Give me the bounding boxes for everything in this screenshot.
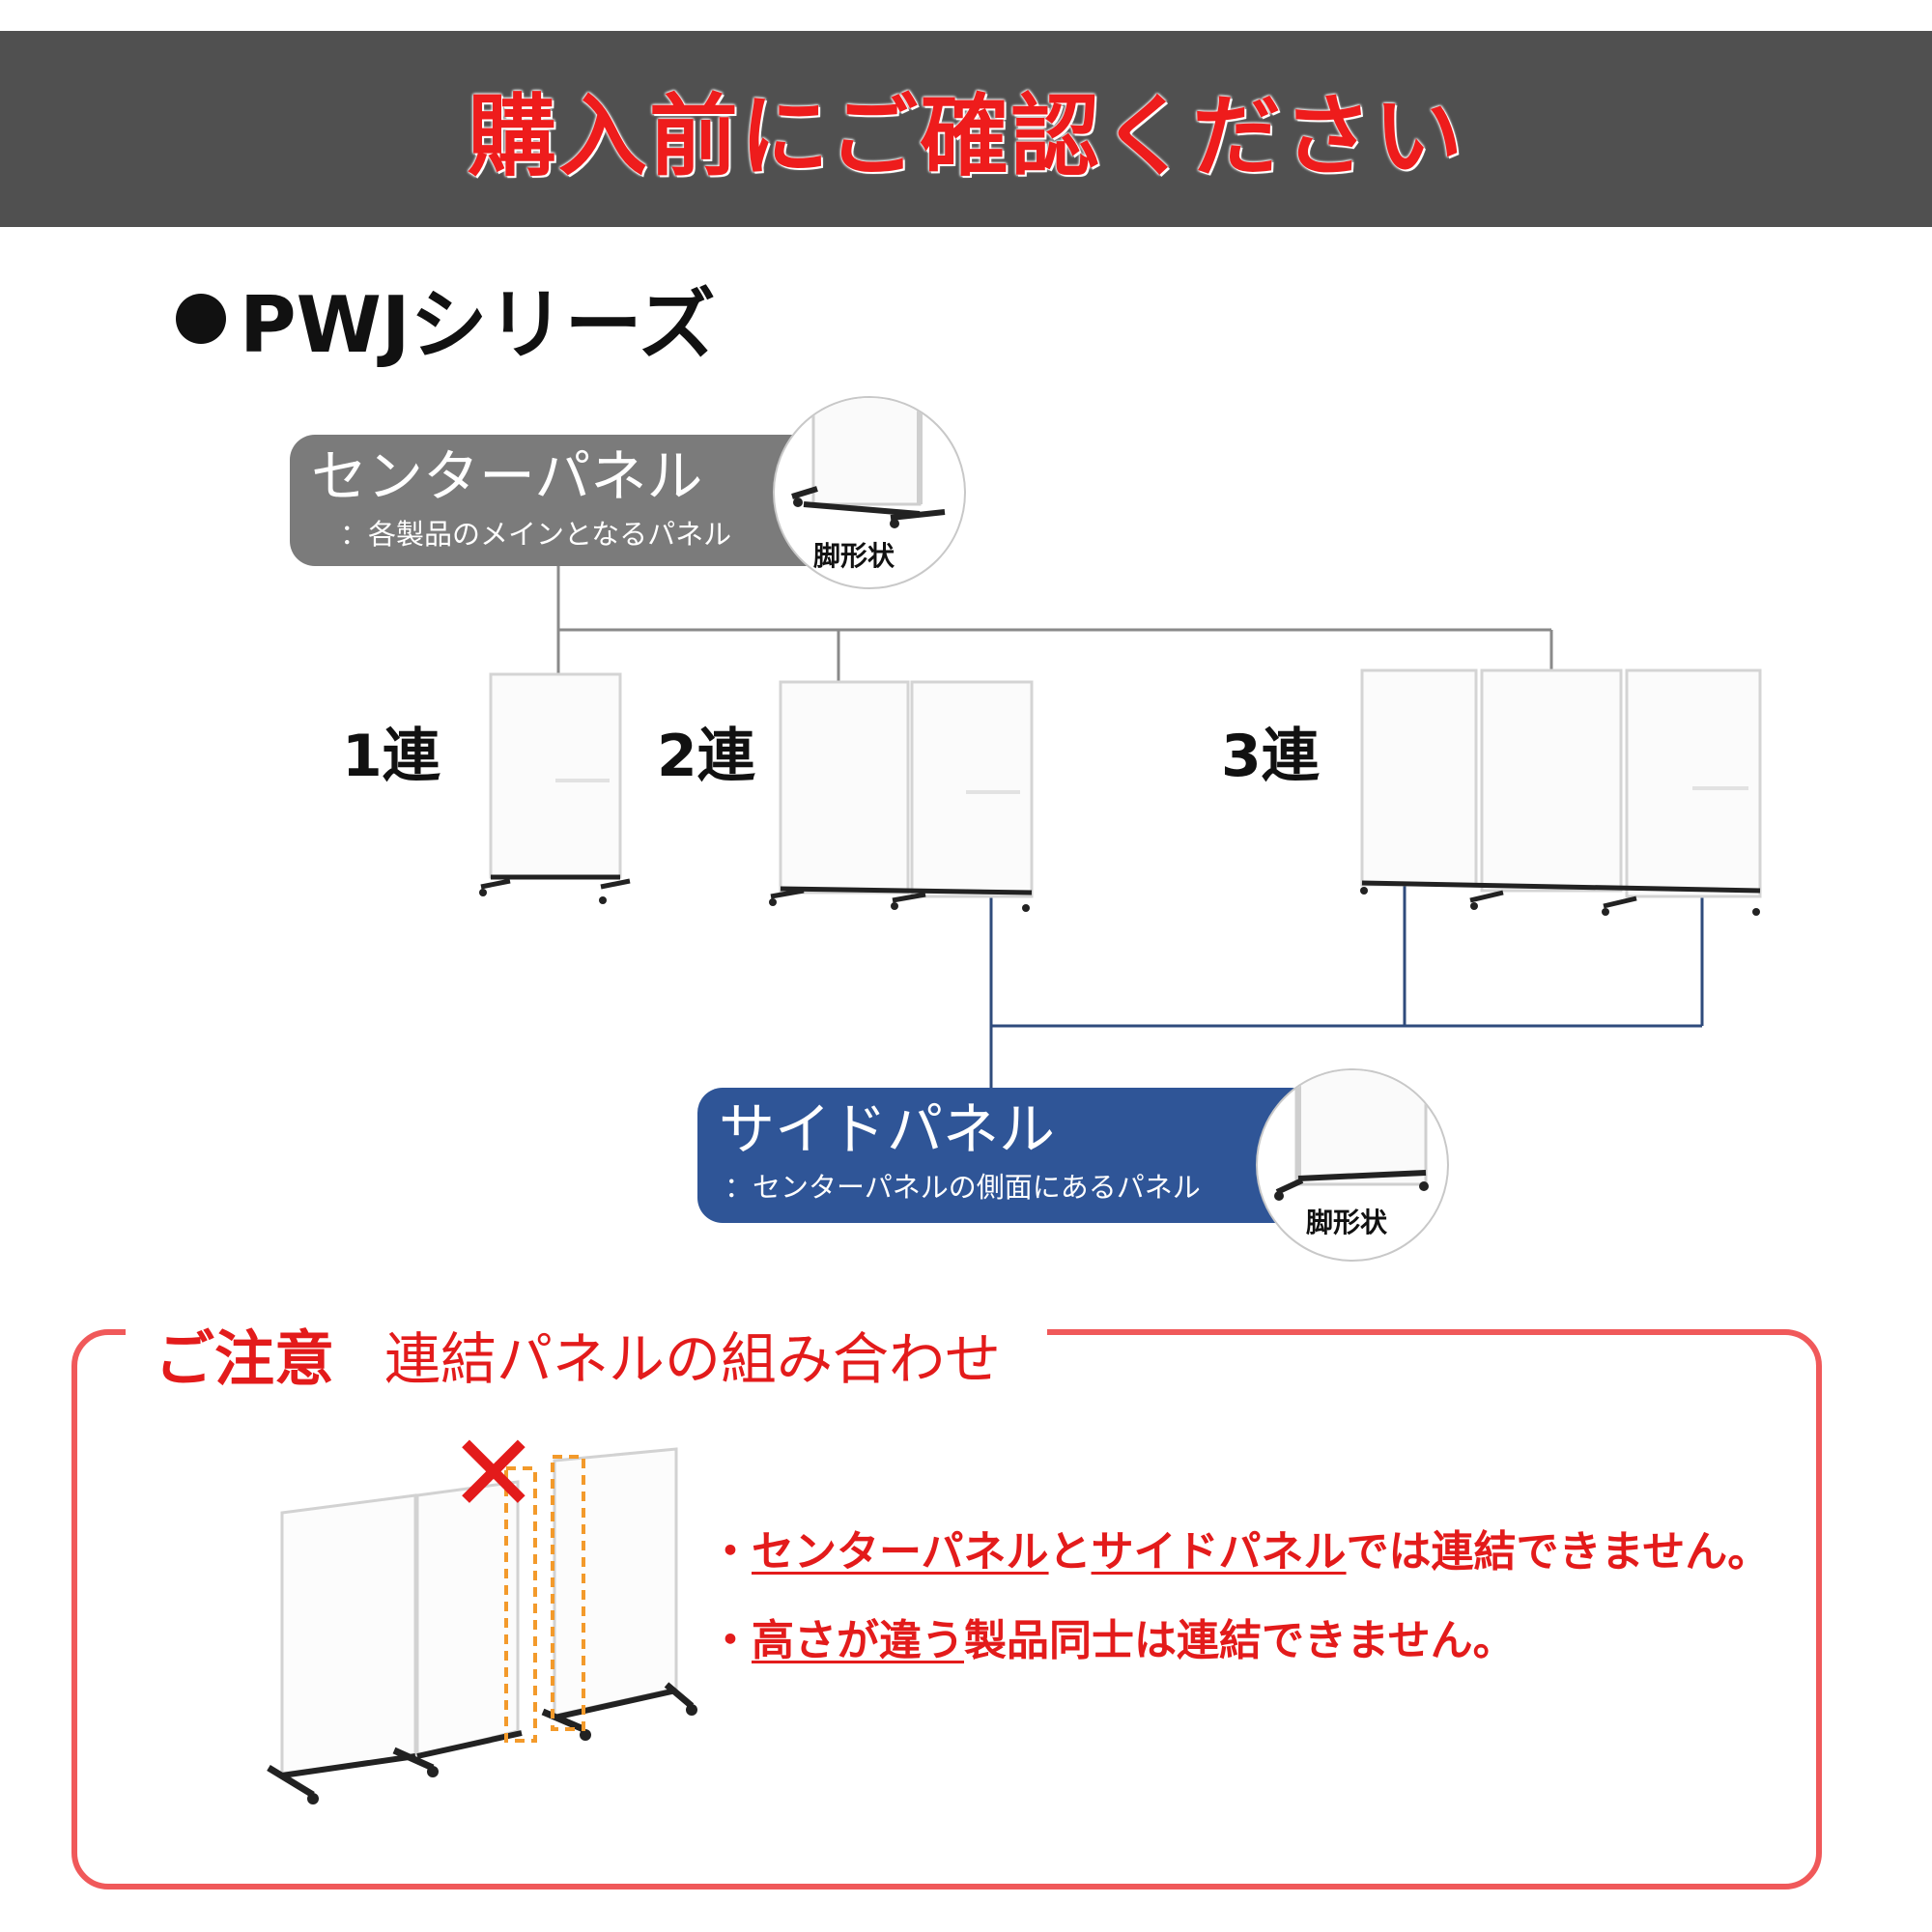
caution-illustration — [267, 1447, 697, 1804]
note-center-panel: センターパネル — [752, 1527, 1049, 1577]
note-bullet: ・ — [709, 1616, 752, 1665]
note-joiner: と — [1048, 1527, 1092, 1577]
caution-heading-bg — [126, 1300, 1047, 1378]
panel-3ren-image — [1360, 668, 1762, 916]
note-rest: では連結できません。 — [1346, 1527, 1771, 1577]
caution-note-2: ・高さが違う製品同士は連結できません。 — [709, 1605, 1516, 1667]
center-panel-tag: センターパネル ：各製品のメインとなるパネル — [290, 435, 831, 566]
page-title: 購入前にご確認ください — [467, 85, 1465, 188]
side-panel-tag: サイドパネル ：センターパネルの側面にあるパネル — [697, 1088, 1316, 1223]
side-panel-subtitle: ：センターパネルの側面にあるパネル — [724, 1171, 1201, 1204]
side-panel-title: サイドパネル — [719, 1096, 1056, 1162]
bullet-icon — [176, 294, 226, 344]
series-heading: PWJシリーズ — [176, 263, 716, 375]
panel-1ren-image — [479, 672, 631, 904]
center-panel-leg-circle — [773, 396, 966, 589]
side-panel-leg-label: 脚形状 — [1306, 1207, 1388, 1238]
header-banner — [0, 31, 1932, 227]
caution-subtitle: 連結パネルの組み合わせ — [384, 1326, 1002, 1392]
cross-mark-icon: ✕ — [448, 1411, 539, 1537]
caution-note-1: ・センターパネルとサイドパネルでは連結できません。 — [709, 1517, 1770, 1578]
label-2ren: 2連 — [657, 723, 755, 790]
note-side-panel: サイドパネル — [1091, 1527, 1347, 1577]
label-3ren: 3連 — [1221, 723, 1320, 790]
side-panel-leg-circle — [1256, 1068, 1449, 1262]
panel-2ren-image — [769, 680, 1034, 912]
leg-shape-icon — [1274, 1070, 1429, 1201]
caution-label: ご注意 — [155, 1323, 335, 1394]
center-panel-title: センターパネル — [311, 443, 703, 509]
note-rest: 製品同士は連結できません。 — [964, 1616, 1516, 1665]
center-panel-leg-label: 脚形状 — [813, 540, 895, 572]
series-title: PWJシリーズ — [240, 280, 716, 370]
label-1ren: 1連 — [342, 723, 440, 790]
center-panel-subtitle: ：各製品のメインとなるパネル — [340, 518, 732, 551]
note-bullet: ・ — [709, 1527, 752, 1577]
note-height-diff: 高さが違う — [752, 1616, 964, 1665]
